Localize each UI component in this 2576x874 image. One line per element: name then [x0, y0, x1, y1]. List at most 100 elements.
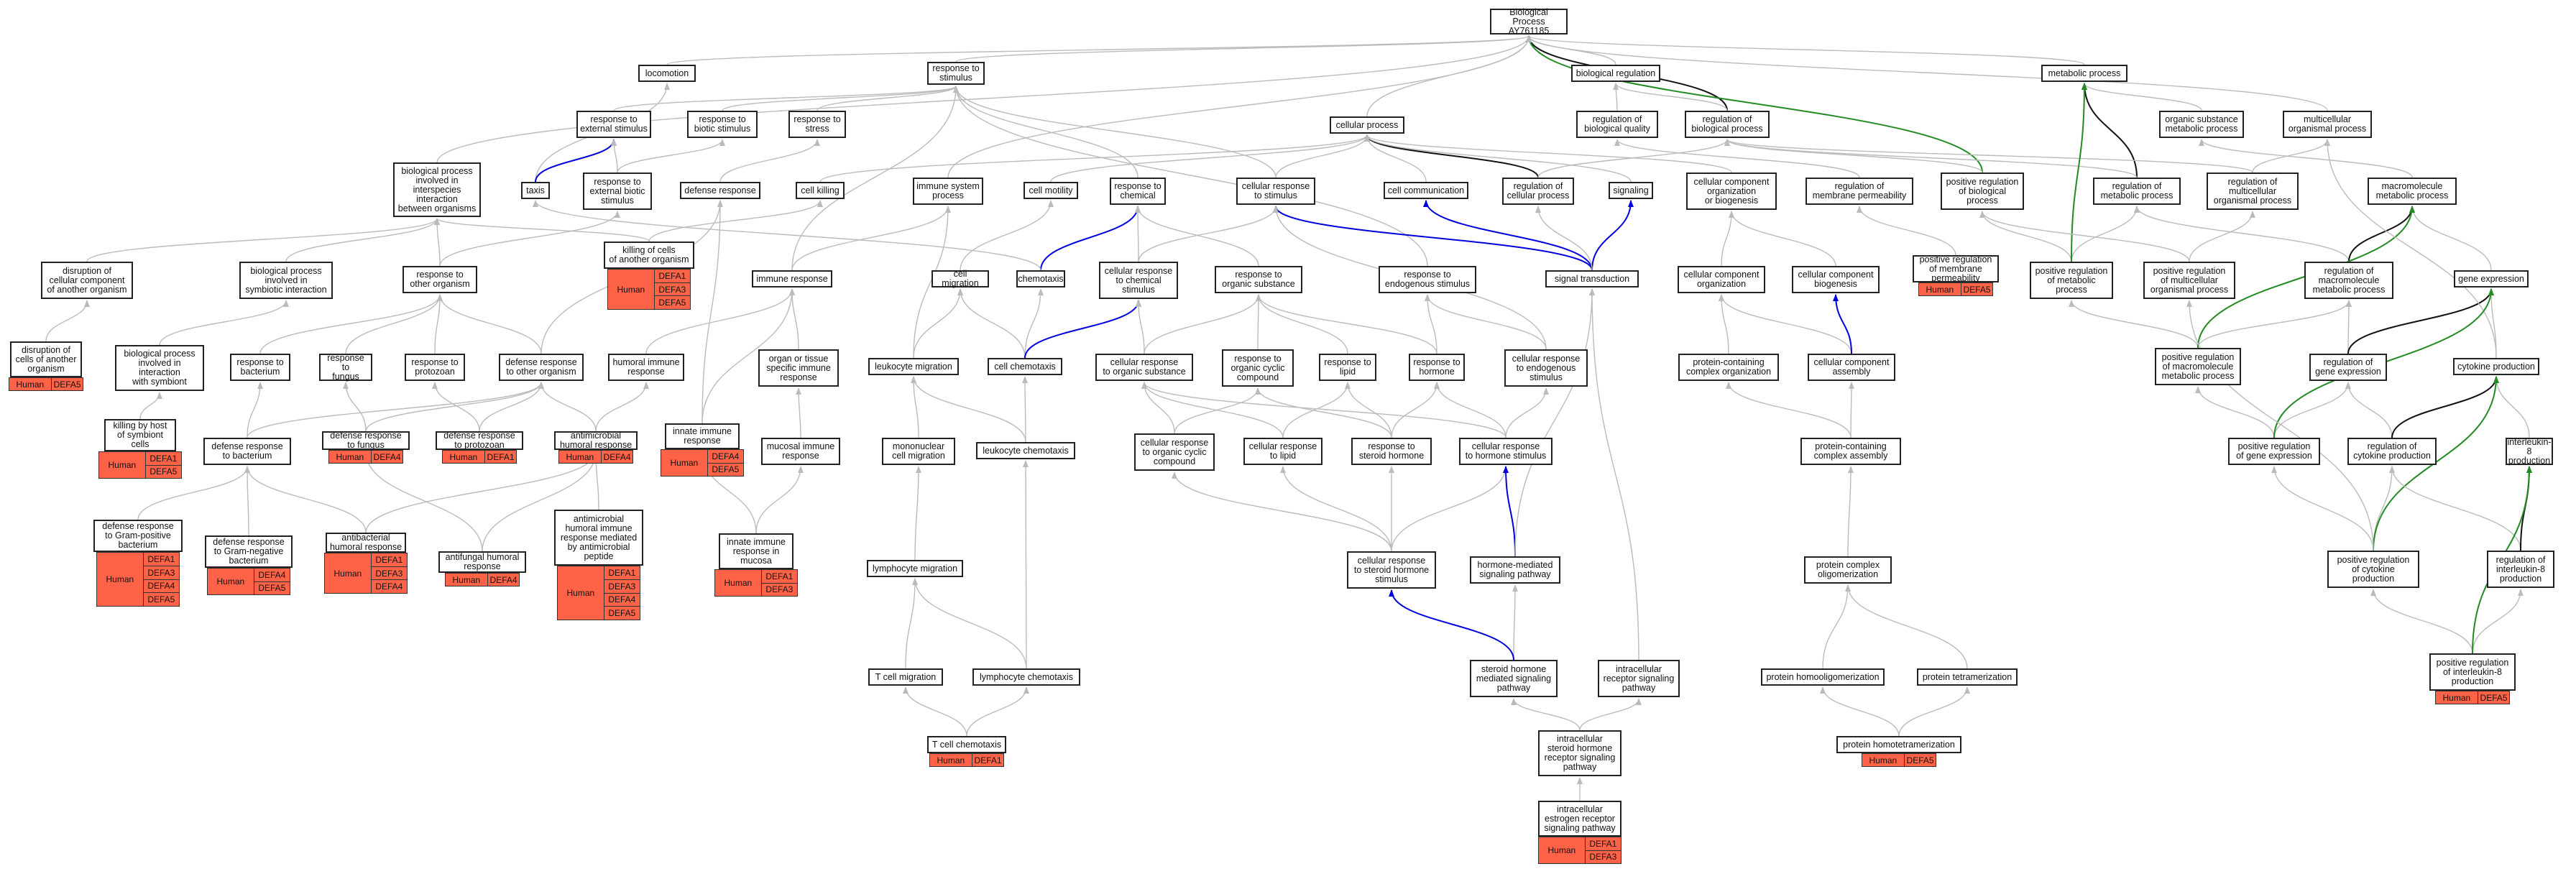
- go-term-response-to-fungus[interactable]: response to fungus: [319, 353, 372, 381]
- go-term-response-to-lipid[interactable]: response to lipid: [1319, 354, 1376, 381]
- go-term-taxis[interactable]: taxis: [521, 182, 550, 199]
- go-term-cellular-component-org-biogenesis[interactable]: cellular component organization or bioge…: [1686, 172, 1777, 210]
- go-term-disruption-cells[interactable]: disruption of cells of another organism: [10, 341, 82, 377]
- go-term-defense-response-bacterium[interactable]: defense response to bacterium: [203, 438, 291, 465]
- go-term-bp-symbiotic[interactable]: biological process involved in symbiotic…: [239, 262, 333, 299]
- go-term-lymphocyte-migration[interactable]: lymphocyte migration: [867, 560, 963, 577]
- go-term-cell-migration[interactable]: cell migration: [932, 270, 989, 288]
- go-term-humoral-immune-response[interactable]: humoral immune response: [608, 354, 684, 381]
- go-term-cytokine-production[interactable]: cytokine production: [2453, 358, 2539, 375]
- go-term-cell-communication[interactable]: cell communication: [1384, 182, 1468, 199]
- go-term-multicellular-organismal-process[interactable]: multicellular organismal process: [2283, 111, 2372, 138]
- go-term-innate-immune-response[interactable]: innate immune response: [665, 423, 740, 449]
- go-term-antimicrobial-humoral[interactable]: antimicrobial humoral response: [554, 431, 638, 450]
- go-term-antifungal-humoral[interactable]: antifungal humoral response: [438, 551, 526, 573]
- go-term-killing-cells[interactable]: killing of cells of another organism: [604, 242, 694, 269]
- go-term-steroid-hormone-signaling[interactable]: steroid hormone mediated signaling pathw…: [1470, 660, 1558, 697]
- go-term-response-to-chemical[interactable]: response to chemical: [1110, 178, 1166, 205]
- go-term-regulation-membrane-permeability[interactable]: regulation of membrane permeability: [1806, 178, 1913, 205]
- go-term-protein-homotetramerization[interactable]: protein homotetramerization: [1836, 736, 1961, 753]
- go-term-cellular-response-organic[interactable]: cellular response to organic substance: [1095, 354, 1193, 381]
- go-term-metabolic-process[interactable]: metabolic process: [2041, 65, 2128, 82]
- go-term-cellular-response-stimulus[interactable]: cellular response to stimulus: [1236, 178, 1315, 205]
- go-term-response-steroid-hormone[interactable]: response to steroid hormone: [1351, 438, 1432, 465]
- go-term-cell-killing[interactable]: cell killing: [796, 182, 845, 199]
- go-term-protein-containing-org[interactable]: protein-containing complex organization: [1678, 354, 1779, 381]
- go-term-immune-response[interactable]: immune response: [752, 270, 832, 288]
- go-term-response-other-organism[interactable]: response to other organism: [402, 266, 477, 293]
- go-term-signal-transduction[interactable]: signal transduction: [1545, 270, 1639, 288]
- go-term-reg-interleukin8[interactable]: regulation of interleukin-8 production: [2487, 551, 2554, 588]
- go-term-pos-reg-multicellular[interactable]: positive regulation of multicellular org…: [2143, 262, 2235, 299]
- go-term-regulation-metabolic-process[interactable]: regulation of metabolic process: [2093, 178, 2181, 205]
- go-term-interleukin8-production[interactable]: interleukin-8 production: [2506, 437, 2553, 465]
- go-term-pos-reg-metabolic[interactable]: positive regulation of metabolic process: [2030, 262, 2113, 299]
- go-term-defense-response-protozoan[interactable]: defense response to protozoan: [436, 431, 523, 450]
- go-term-gene-expression[interactable]: gene expression: [2454, 270, 2529, 288]
- go-term-response-to-stress[interactable]: response to stress: [788, 111, 846, 138]
- go-term-chemotaxis[interactable]: chemotaxis: [1016, 270, 1065, 288]
- go-term-cellular-response-lipid[interactable]: cellular response to lipid: [1243, 438, 1322, 465]
- go-term-defense-gram-positive[interactable]: defense response to Gram-positive bacter…: [93, 520, 183, 552]
- go-term-bp-interaction-symbiont[interactable]: biological process involved in interacti…: [115, 345, 204, 391]
- go-term-cellular-response-hormone[interactable]: cellular response to hormone stimulus: [1459, 438, 1552, 465]
- go-term-protein-complex-oligomerization[interactable]: protein complex oligomerization: [1804, 556, 1892, 584]
- go-term-killing-by-host[interactable]: killing by host of symbiont cells: [104, 419, 176, 451]
- go-term-locomotion[interactable]: locomotion: [638, 65, 696, 82]
- go-term-cell-motility[interactable]: cell motility: [1024, 182, 1078, 199]
- go-term-regulation-biological-process[interactable]: regulation of biological process: [1685, 111, 1770, 138]
- go-term-reg-macromolecule-metabolic[interactable]: regulation of macromolecule metabolic pr…: [2304, 262, 2393, 299]
- go-term-cellular-response-endogenous[interactable]: cellular response to endogenous stimulus: [1504, 349, 1588, 387]
- go-term-cellular-response-chemical[interactable]: cellular response to chemical stimulus: [1099, 262, 1178, 299]
- go-term-cell-chemotaxis[interactable]: cell chemotaxis: [988, 358, 1062, 375]
- go-term-cellular-component-assembly[interactable]: cellular component assembly: [1808, 354, 1895, 381]
- go-term-response-organic-cyclic[interactable]: response to organic cyclic compound: [1222, 349, 1294, 387]
- go-term-defense-response-fungus[interactable]: defense response to fungus: [322, 431, 410, 450]
- go-term-defense-response-other[interactable]: defense response to other organism: [499, 354, 584, 381]
- go-term-regulation-biological-quality[interactable]: regulation of biological quality: [1576, 111, 1658, 138]
- go-term-antibacterial-humoral[interactable]: antibacterial humoral response: [326, 533, 406, 553]
- go-term-disruption-cellular-component[interactable]: disruption of cellular component of anot…: [41, 262, 133, 299]
- go-term-response-endogenous[interactable]: response to endogenous stimulus: [1379, 266, 1476, 293]
- go-term-lymphocyte-chemotaxis[interactable]: lymphocyte chemotaxis: [972, 668, 1080, 686]
- go-term-t-cell-chemotaxis[interactable]: T cell chemotaxis: [927, 736, 1006, 753]
- go-term-pos-reg-macromolecule[interactable]: positive regulation of macromolecule met…: [2155, 348, 2241, 385]
- go-term-response-biotic-stimulus[interactable]: response to biotic stimulus: [687, 111, 758, 138]
- go-term-response-organic-substance[interactable]: response to organic substance: [1215, 266, 1302, 293]
- go-term-intracellular-estrogen-signaling[interactable]: intracellular estrogen receptor signalin…: [1538, 801, 1622, 837]
- go-term-immune-system-process[interactable]: immune system process: [913, 178, 983, 205]
- go-term-innate-immune-mucosa[interactable]: innate immune response in mucosa: [719, 533, 794, 569]
- go-term-biological-regulation[interactable]: biological regulation: [1571, 65, 1660, 82]
- go-term-leukocyte-migration[interactable]: leukocyte migration: [868, 358, 959, 375]
- go-term-bp[interactable]: Biological Process AY761185: [1490, 7, 1568, 35]
- go-term-leukocyte-chemotaxis[interactable]: leukocyte chemotaxis: [976, 442, 1075, 459]
- go-term-regulation-multicellular[interactable]: regulation of multicellular organismal p…: [2207, 172, 2299, 210]
- go-term-response-to-hormone[interactable]: response to hormone: [1409, 354, 1465, 381]
- go-term-pos-reg-biological-process[interactable]: positive regulation of biological proces…: [1941, 172, 2024, 210]
- go-term-organic-substance-metabolic[interactable]: organic substance metabolic process: [2159, 111, 2244, 138]
- go-term-intracellular-steroid-signaling[interactable]: intracellular steroid hormone receptor s…: [1538, 730, 1622, 776]
- go-term-response-external-stimulus[interactable]: response to external stimulus: [576, 111, 651, 138]
- go-term-bp-interspecies[interactable]: biological process involved in interspec…: [393, 162, 481, 217]
- go-term-organ-tissue-immune[interactable]: organ or tissue specific immune response: [758, 349, 839, 387]
- go-term-protein-containing-assembly[interactable]: protein-containing complex assembly: [1800, 438, 1901, 465]
- go-term-pos-reg-membrane-permeability[interactable]: positive regulation of membrane permeabi…: [1913, 254, 1999, 282]
- go-term-regulation-gene-expression[interactable]: regulation of gene expression: [2309, 354, 2387, 381]
- go-term-regulation-cytokine[interactable]: regulation of cytokine production: [2347, 438, 2437, 465]
- go-term-response-to-bacterium[interactable]: response to bacterium: [230, 354, 290, 381]
- go-term-pos-reg-cytokine[interactable]: positive regulation of cytokine producti…: [2327, 551, 2419, 588]
- go-term-response-to-stimulus[interactable]: response to stimulus: [927, 62, 985, 85]
- go-term-signaling[interactable]: signaling: [1609, 182, 1653, 199]
- go-term-protein-tetramerization[interactable]: protein tetramerization: [1917, 668, 2018, 686]
- go-term-antimicrobial-peptide[interactable]: antimicrobial humoral immune response me…: [554, 510, 643, 566]
- go-term-response-to-protozoan[interactable]: response to protozoan: [405, 354, 465, 381]
- go-term-defense-response[interactable]: defense response: [680, 182, 760, 199]
- go-term-macromolecule-metabolic[interactable]: macromolecule metabolic process: [2368, 178, 2457, 205]
- go-term-defense-gram-negative[interactable]: defense response to Gram-negative bacter…: [205, 535, 293, 568]
- go-term-cellular-component-organization[interactable]: cellular component organization: [1678, 266, 1765, 293]
- go-term-t-cell-migration[interactable]: T cell migration: [868, 668, 943, 686]
- go-term-mucosal-immune-response[interactable]: mucosal immune response: [761, 438, 840, 465]
- go-term-mononuclear-cell-migration[interactable]: mononuclear cell migration: [882, 438, 955, 465]
- go-term-response-external-biotic[interactable]: response to external biotic stimulus: [583, 172, 652, 210]
- go-term-intracellular-receptor-signaling[interactable]: intracellular receptor signaling pathway: [1598, 660, 1680, 697]
